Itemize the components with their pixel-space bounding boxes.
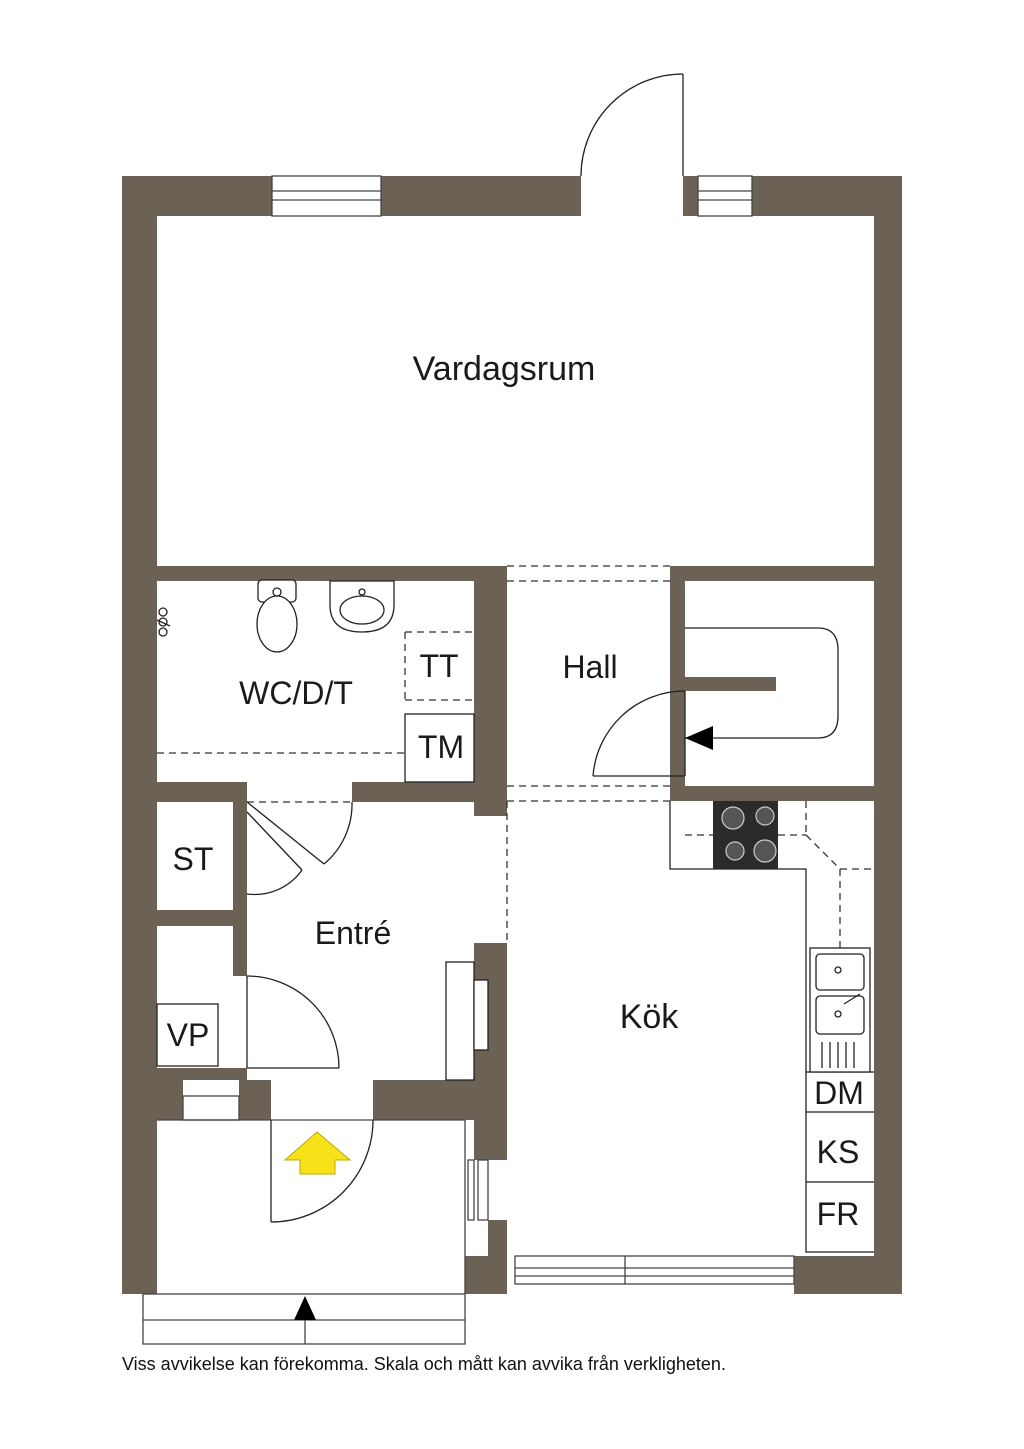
- entrance-arrow-icon: [283, 1131, 352, 1175]
- cooktop-icon: [713, 801, 778, 869]
- tm-box: [404, 713, 475, 783]
- room-label-vardagsrum: Vardagsrum: [413, 350, 596, 388]
- washbasin-icon: [329, 580, 395, 633]
- walls: [122, 176, 902, 1294]
- fixture-label-ks: KS: [817, 1134, 860, 1170]
- doors: [246, 73, 686, 1223]
- room-label-hall: Hall: [562, 649, 617, 685]
- stairs: [685, 627, 839, 739]
- fixture-label-fr: FR: [817, 1196, 860, 1232]
- disclaimer-text: Viss avvikelse kan förekomma. Skala och …: [122, 1354, 726, 1374]
- front-door-arrow-icon: [294, 1296, 316, 1320]
- fixture-label-dm: DM: [814, 1075, 864, 1111]
- shower-icon: [156, 607, 171, 637]
- wardrobe-door: [473, 979, 489, 1051]
- dashed-boundaries: [157, 565, 874, 948]
- fixture-label-tt: TT: [419, 648, 458, 684]
- vp-box: [156, 1003, 219, 1067]
- toilet-icon: [256, 579, 298, 653]
- room-label-vp: VP: [167, 1017, 210, 1053]
- wardrobe: [445, 961, 475, 1081]
- room-label-kok: Kök: [620, 998, 680, 1036]
- fixture-label-tm: TM: [418, 729, 464, 765]
- room-label-wc: WC/D/T: [239, 675, 353, 711]
- stairs-arrow-icon: [685, 726, 713, 750]
- room-label-st: ST: [173, 841, 214, 877]
- room-label-entre: Entré: [315, 915, 391, 951]
- sink-icon: [809, 947, 871, 1073]
